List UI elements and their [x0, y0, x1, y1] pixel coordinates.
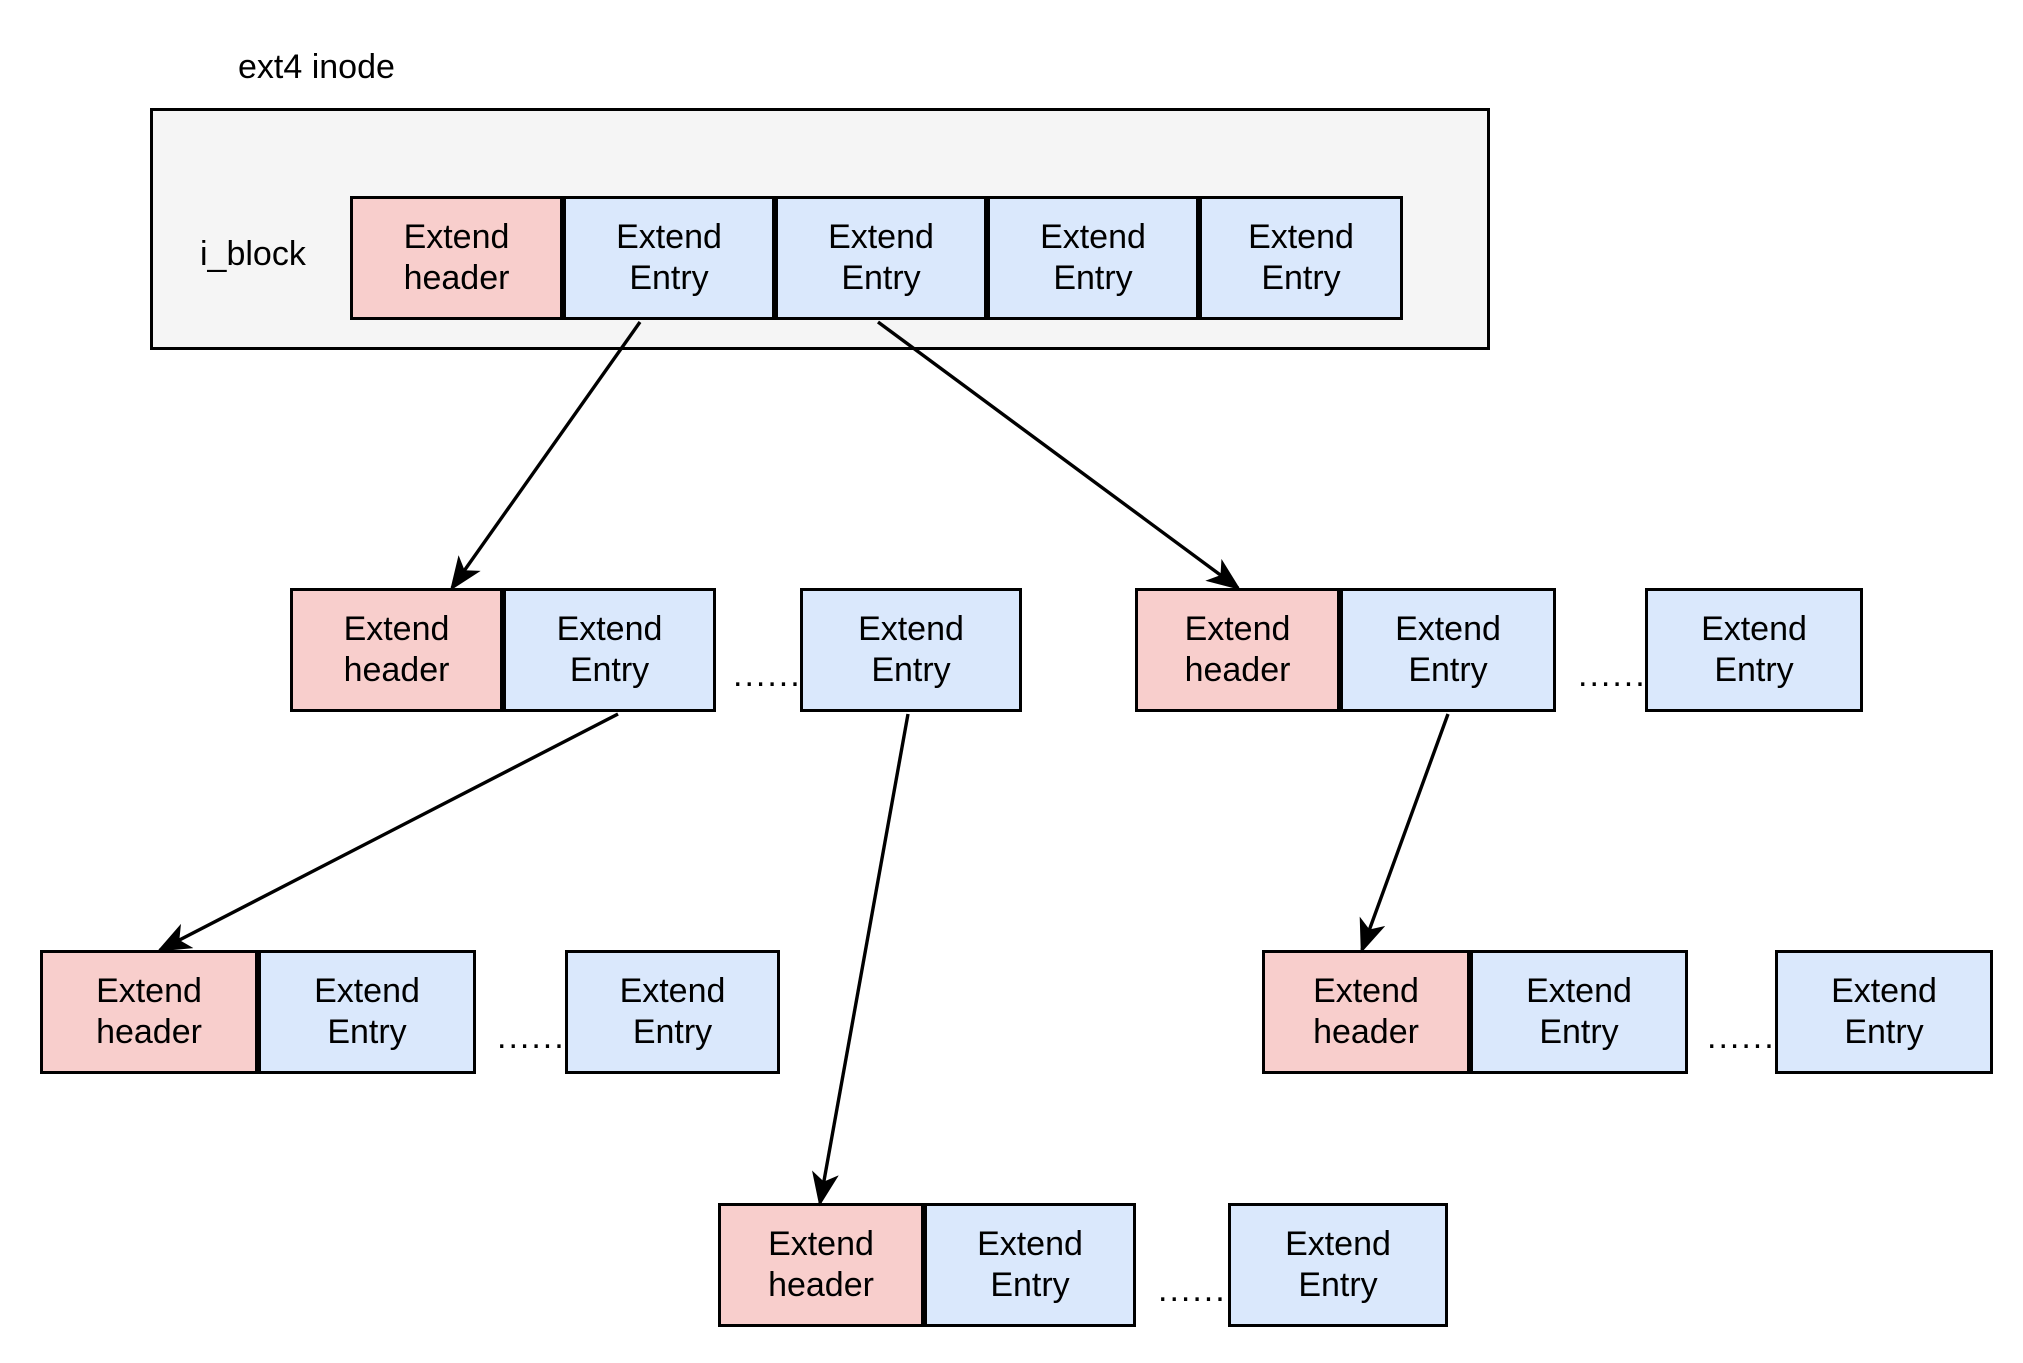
inode-extend-header[interactable]: Extend header: [350, 196, 563, 320]
cell-line-2: Entry: [1844, 1013, 1924, 1051]
inode-extend-entry-4[interactable]: Extend Entry: [1199, 196, 1403, 320]
cell-line-2: Entry: [1298, 1266, 1378, 1304]
cell-line-1: Extend: [96, 971, 202, 1010]
level1-right-extend-entry-first[interactable]: Extend Entry: [1340, 588, 1556, 712]
cell-line-1: Extend: [1701, 609, 1807, 648]
cell-line-2: header: [768, 1266, 874, 1304]
cell-line-1: Extend: [616, 217, 722, 256]
cell-line-1: Extend: [1395, 609, 1501, 648]
cell-line-1: Extend: [1526, 971, 1632, 1010]
cell-line-2: Entry: [1714, 651, 1794, 689]
cell-line-1: Extend: [1313, 971, 1419, 1010]
level2-right-ellipsis: ......: [1707, 1018, 1776, 1056]
cell-line-1: Extend: [343, 609, 450, 648]
inode-extend-entry-2[interactable]: Extend Entry: [775, 196, 987, 320]
level3-center-ellipsis: ......: [1158, 1271, 1227, 1309]
cell-line-2: Entry: [871, 651, 951, 689]
cell-line-2: Entry: [1539, 1013, 1619, 1051]
level3-center-extend-header[interactable]: Extend header: [718, 1203, 924, 1327]
cell-line-1: Extend: [1248, 217, 1354, 256]
inode-extend-entry-1[interactable]: Extend Entry: [563, 196, 775, 320]
arrow-iblock-entry1-to-level1-left: [450, 321, 642, 591]
level2-right-extend-entry-last[interactable]: Extend Entry: [1775, 950, 1993, 1074]
cell-line-2: Entry: [1408, 651, 1488, 689]
page-title: ext4 inode: [238, 48, 395, 86]
cell-line-2: Entry: [841, 259, 921, 297]
cell-line-2: header: [1184, 651, 1291, 689]
level1-left-extend-entry-last[interactable]: Extend Entry: [800, 588, 1022, 712]
level1-right-extend-entry-last[interactable]: Extend Entry: [1645, 588, 1863, 712]
cell-line-2: Entry: [327, 1013, 407, 1051]
level2-left-ellipsis: ......: [497, 1018, 566, 1056]
cell-line-2: header: [403, 259, 510, 297]
arrow-level1-right-to-level2-right: [1359, 713, 1450, 954]
level2-left-extend-entry-first[interactable]: Extend Entry: [258, 950, 476, 1074]
cell-line-1: Extend: [1831, 971, 1937, 1010]
level3-center-extend-entry-first[interactable]: Extend Entry: [924, 1203, 1136, 1327]
inode-extend-entry-3[interactable]: Extend Entry: [987, 196, 1199, 320]
level2-left-extend-header[interactable]: Extend header: [40, 950, 258, 1074]
cell-line-1: Extend: [556, 609, 663, 648]
cell-line-2: Entry: [1053, 259, 1133, 297]
cell-line-1: Extend: [314, 971, 420, 1010]
cell-line-2: header: [343, 651, 450, 689]
arrow-iblock-entry2-to-level1-right: [876, 320, 1241, 591]
arrow-level1-mid-to-level3-center: [812, 713, 910, 1207]
cell-line-2: header: [96, 1013, 202, 1051]
cell-line-2: Entry: [990, 1266, 1070, 1304]
cell-line-1: Extend: [828, 217, 934, 256]
level2-right-extend-entry-first[interactable]: Extend Entry: [1470, 950, 1688, 1074]
cell-line-2: Entry: [629, 259, 709, 297]
cell-line-2: header: [1313, 1013, 1419, 1051]
level2-left-extend-entry-last[interactable]: Extend Entry: [565, 950, 780, 1074]
cell-line-2: Entry: [632, 1013, 713, 1051]
cell-line-1: Extend: [403, 217, 510, 256]
cell-line-1: Extend: [858, 609, 964, 648]
level1-right-ellipsis: ......: [1578, 656, 1647, 694]
arrow-level1-left-to-level2-left: [156, 712, 619, 952]
level1-left-extend-header[interactable]: Extend header: [290, 588, 503, 712]
level1-left-ellipsis: ......: [733, 656, 802, 694]
cell-line-1: Extend: [1184, 609, 1291, 648]
cell-line-1: Extend: [977, 1224, 1083, 1263]
level1-right-extend-header[interactable]: Extend header: [1135, 588, 1340, 712]
cell-line-1: Extend: [619, 971, 726, 1010]
level1-left-extend-entry-first[interactable]: Extend Entry: [503, 588, 716, 712]
cell-line-1: Extend: [1285, 1224, 1391, 1263]
i-block-label: i_block: [200, 235, 306, 273]
cell-line-2: Entry: [1261, 259, 1341, 297]
cell-line-1: Extend: [1040, 217, 1146, 256]
cell-line-1: Extend: [768, 1224, 874, 1263]
level3-center-extend-entry-last[interactable]: Extend Entry: [1228, 1203, 1448, 1327]
level2-right-extend-header[interactable]: Extend header: [1262, 950, 1470, 1074]
cell-line-2: Entry: [569, 651, 650, 689]
